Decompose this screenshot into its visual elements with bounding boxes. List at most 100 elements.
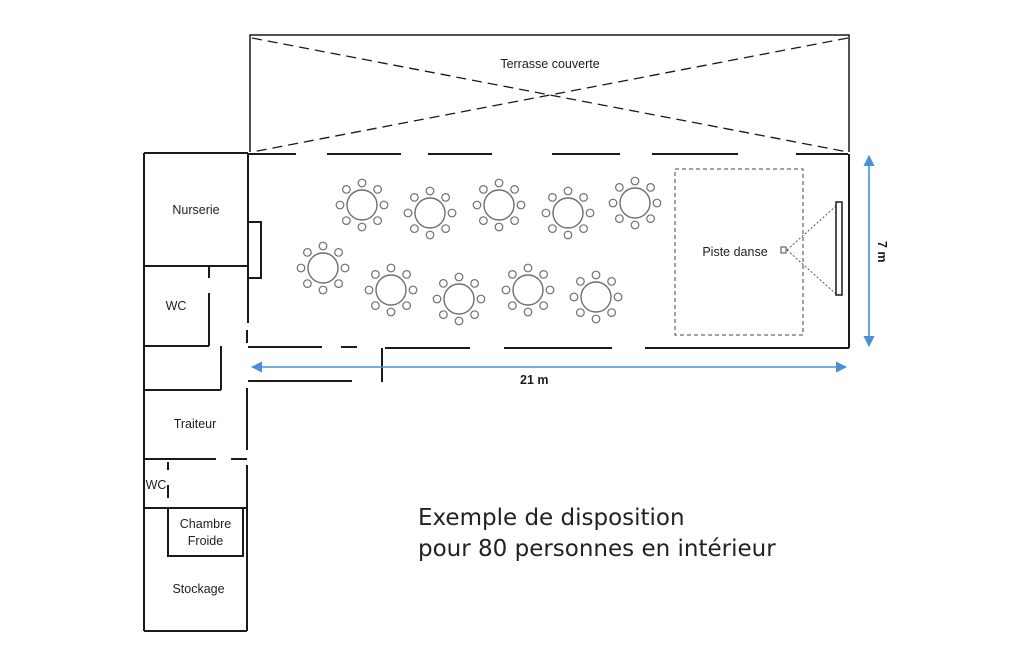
terrace	[249, 34, 850, 153]
chair	[408, 285, 418, 295]
chair	[630, 220, 640, 230]
chair	[508, 301, 517, 311]
wc-label-upper: WC	[165, 299, 187, 313]
chair	[548, 224, 557, 234]
round-table	[569, 270, 623, 324]
chair	[432, 294, 442, 304]
round-table	[364, 263, 418, 317]
chair	[615, 214, 624, 224]
chair	[342, 184, 351, 194]
chair	[454, 316, 464, 326]
chair	[373, 216, 383, 226]
round-table	[432, 272, 486, 326]
width-dimension-label: 7 m	[875, 241, 889, 263]
chair	[630, 176, 640, 186]
chair	[402, 301, 412, 311]
chair	[494, 178, 504, 188]
layout-caption: Exemple de disposition pour 80 personnes…	[418, 503, 776, 565]
length-dimension-label: 21 m	[520, 373, 549, 387]
caption-line-1: Exemple de disposition	[418, 505, 685, 531]
chair	[439, 279, 448, 288]
chair	[439, 310, 448, 320]
chair	[510, 184, 519, 194]
chair	[510, 216, 519, 226]
chair	[303, 247, 312, 257]
chair	[386, 307, 396, 317]
chair	[425, 230, 435, 240]
round-table	[335, 178, 389, 232]
chair	[608, 198, 618, 208]
round-tables	[296, 176, 662, 326]
chair	[441, 224, 451, 234]
chair	[357, 178, 367, 188]
chair	[539, 301, 548, 311]
chair	[379, 200, 389, 210]
chair	[579, 192, 588, 202]
chair	[476, 294, 486, 304]
chair	[508, 270, 517, 279]
chair	[357, 222, 367, 232]
dance-floor	[674, 168, 843, 336]
chair	[340, 263, 350, 273]
round-table	[472, 178, 526, 232]
chair	[494, 222, 504, 232]
chair	[403, 208, 413, 218]
chair	[402, 270, 412, 279]
chair	[470, 279, 480, 288]
chair	[646, 182, 655, 192]
chair	[296, 263, 306, 273]
chair	[335, 200, 345, 210]
round-table	[541, 186, 595, 240]
chair	[545, 285, 555, 295]
round-table	[501, 263, 555, 317]
chair	[342, 216, 351, 226]
chair	[576, 308, 585, 318]
chair	[541, 208, 551, 218]
chair	[523, 263, 533, 273]
chair	[523, 307, 533, 317]
terrace-label: Terrasse couverte	[500, 57, 600, 71]
chair	[410, 192, 419, 202]
round-table	[296, 241, 350, 295]
chair	[576, 277, 585, 286]
chair	[607, 308, 616, 318]
dimension-lines	[250, 154, 875, 373]
chair	[607, 277, 616, 286]
chair	[539, 270, 548, 279]
chair	[318, 241, 328, 251]
chair	[371, 270, 380, 279]
chair	[479, 184, 488, 194]
nursery-label: Nurserie	[172, 203, 220, 217]
chair	[548, 192, 557, 202]
chair	[386, 263, 396, 273]
chair	[591, 314, 601, 324]
chair	[425, 186, 435, 196]
chair	[591, 270, 601, 280]
dance-floor-label: Piste danse	[702, 245, 768, 259]
chair	[646, 214, 655, 224]
main-hall-walls	[247, 153, 850, 382]
caption-line-2: pour 80 personnes en intérieur	[418, 536, 776, 562]
chair	[371, 301, 380, 311]
chair	[447, 208, 457, 218]
caterer-label: Traiteur	[173, 417, 217, 431]
chair	[303, 279, 312, 289]
chair	[613, 292, 623, 302]
chair	[441, 192, 451, 202]
chair	[334, 247, 344, 257]
chair	[615, 182, 624, 192]
chair	[472, 200, 482, 210]
chair	[410, 224, 419, 234]
cold-room-label-line2: Froide	[187, 534, 224, 548]
wc-label-lower: WC	[145, 478, 167, 492]
round-table	[608, 176, 662, 230]
chair	[479, 216, 488, 226]
chair	[373, 184, 383, 194]
round-table	[403, 186, 457, 240]
cold-room-label-line1: Chambre	[179, 517, 232, 531]
chair	[652, 198, 662, 208]
chair	[501, 285, 511, 295]
chair	[569, 292, 579, 302]
chair	[364, 285, 374, 295]
